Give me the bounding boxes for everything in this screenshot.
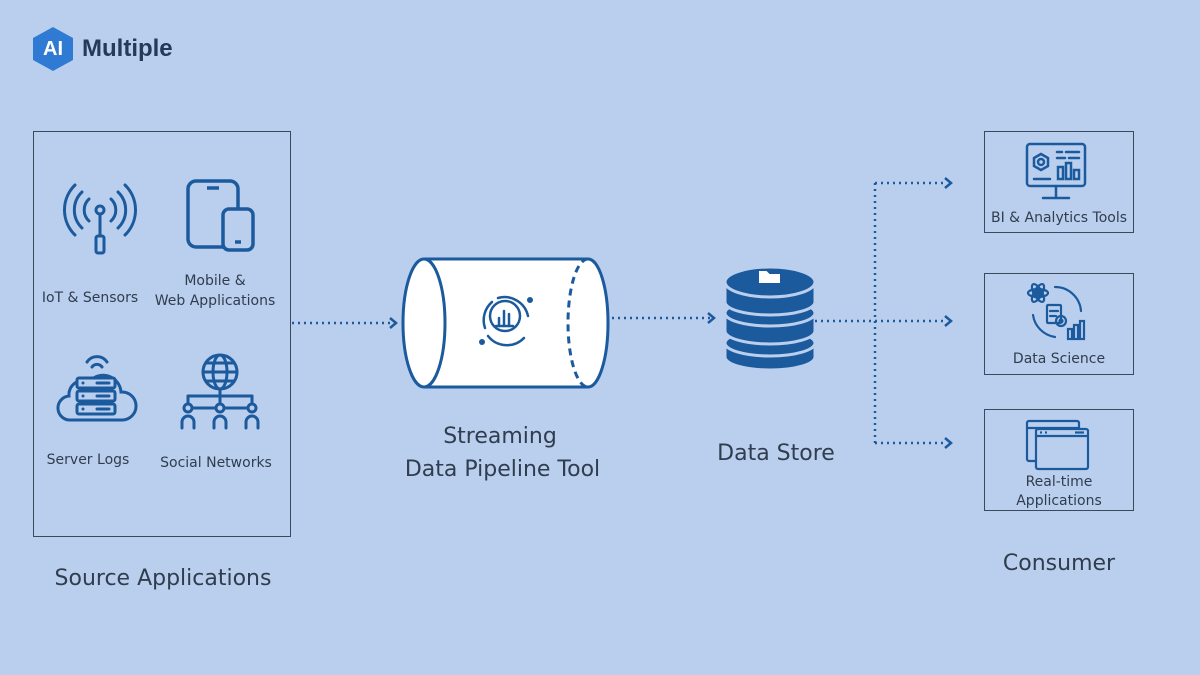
data-science-icon [1026,283,1086,341]
database-icon [723,265,817,372]
consumer-data-science-label: Data Science [1012,351,1106,367]
app-windows-icon [1025,419,1090,471]
logo: AI Multiple [30,26,173,72]
source-item-server-logs-label: Server Logs [46,452,130,468]
source-item-social-label: Social Networks [160,455,272,471]
consumer-realtime-label-line2: Applications [1016,493,1102,509]
consumer-bi-box [984,131,1134,233]
consumer-bi-label: BI & Analytics Tools [990,210,1128,226]
logo-badge: AI [30,26,76,72]
arrow-pipeline-to-store [612,312,716,324]
network-globe-icon [180,353,260,430]
source-item-mobile-label-line1: Mobile & [184,273,246,289]
logo-hexagon-icon [33,27,73,71]
data-store-label: Data Store [717,441,835,466]
logo-name: Multiple [82,35,173,62]
source-applications-box [33,131,291,537]
dashboard-monitor-icon [1025,142,1087,200]
consumer-realtime-box [984,409,1134,511]
source-item-mobile-label-line2: Web Applications [154,293,276,309]
devices-icon [186,179,255,252]
consumer-realtime-label-line1: Real-time [1025,474,1093,490]
antenna-icon [62,183,138,255]
source-item-iot-label: IoT & Sensors [41,290,139,306]
pipeline-title-line2: Data Pipeline Tool [404,457,601,482]
pipeline-cylinder-icon [401,257,610,389]
source-applications-title: Source Applications [54,566,272,591]
pipeline-title-line1: Streaming [443,424,557,449]
logo-badge-text: AI [43,37,63,60]
arrow-source-to-pipeline [292,317,398,329]
consumer-title: Consumer [1002,551,1116,576]
consumer-data-science-box [984,273,1134,375]
server-cloud-icon [56,355,138,422]
arrow-store-to-consumers [815,177,953,449]
